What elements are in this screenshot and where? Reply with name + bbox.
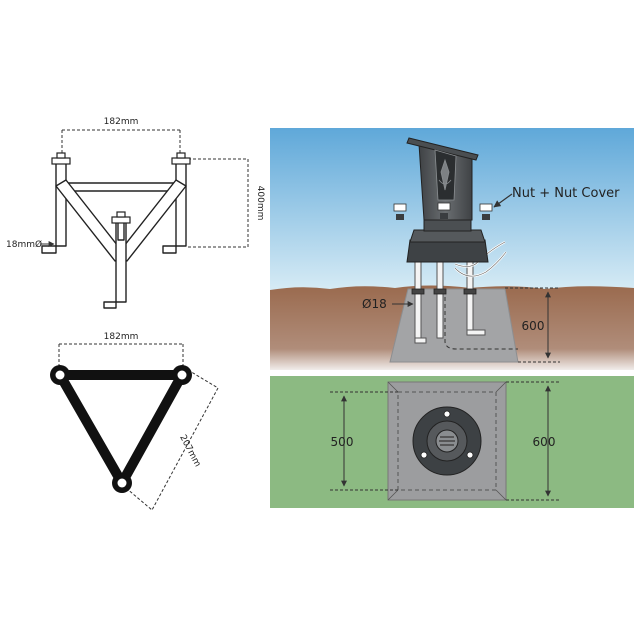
depth-label: 600 bbox=[522, 319, 545, 333]
frame-height-dimension bbox=[188, 158, 249, 248]
ground-nuts bbox=[411, 288, 477, 295]
concrete-foundation bbox=[389, 288, 519, 363]
depth-dimension bbox=[505, 287, 560, 363]
post-collar-top bbox=[423, 219, 472, 232]
triangle-side-label: 207mm bbox=[177, 433, 202, 468]
rod-diameter-label: 18mmØ bbox=[6, 239, 42, 250]
nut-covers bbox=[393, 202, 493, 220]
triangle-width-label: 182mm bbox=[104, 332, 139, 342]
plan-view: 500 600 bbox=[270, 376, 634, 508]
section-view: Nut + Nut Cover Ø18 600 bbox=[270, 128, 634, 370]
inner-size-label: 500 bbox=[331, 435, 354, 449]
triangle-diagram: 182mm 207mm bbox=[50, 332, 219, 511]
triangle-joints bbox=[50, 365, 192, 493]
bolt-diameter-label: Ø18 bbox=[362, 297, 387, 311]
frame-rods bbox=[41, 162, 187, 309]
outer-size-dimension bbox=[506, 381, 560, 501]
pad-corner-lines bbox=[387, 381, 507, 501]
nut-cover-arrow bbox=[493, 193, 513, 208]
frame-bolt-caps bbox=[51, 152, 191, 224]
post-collar bbox=[409, 229, 486, 243]
frame-height-label: 400mm bbox=[255, 186, 265, 221]
nut-cover-callout: Nut + Nut Cover bbox=[512, 186, 620, 201]
frame-width-label: 182mm bbox=[104, 117, 139, 127]
post-top-cap bbox=[406, 137, 479, 161]
triangle-bolt-holes bbox=[55, 370, 187, 488]
triangle-frame bbox=[55, 370, 187, 488]
post-emblem bbox=[434, 149, 457, 201]
triangle-side-dimension bbox=[125, 369, 219, 511]
core-grille bbox=[439, 436, 455, 446]
frame-width-dimension bbox=[61, 129, 181, 160]
frame-diagram: 182mm 400mm bbox=[6, 117, 265, 309]
triangle-width-dimension bbox=[58, 343, 184, 368]
flange-bolts bbox=[420, 410, 474, 459]
conduit-dashed bbox=[444, 290, 518, 350]
inner-size-dimension bbox=[330, 391, 398, 491]
post-base bbox=[406, 239, 489, 263]
outer-size-label: 600 bbox=[533, 435, 556, 449]
